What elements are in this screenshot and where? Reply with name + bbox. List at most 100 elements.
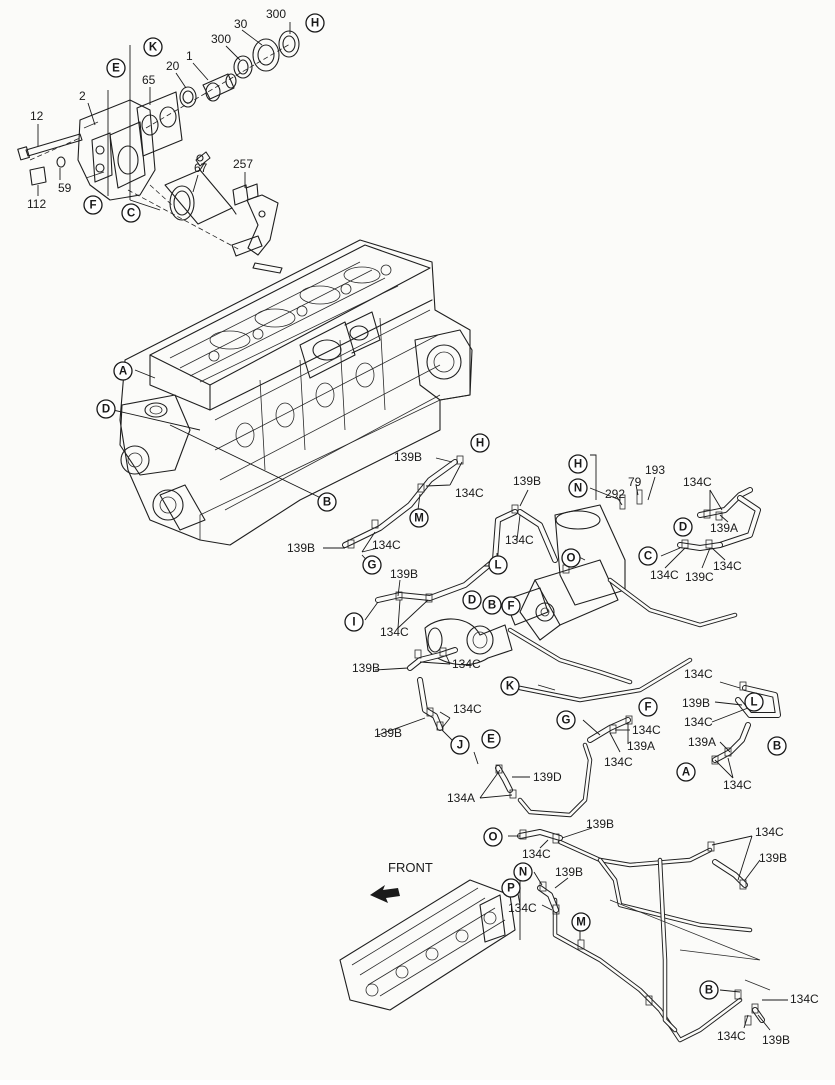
reference-callout-k: K bbox=[143, 37, 163, 57]
engine-block bbox=[112, 239, 473, 546]
callout-letter: G bbox=[368, 560, 377, 572]
callout-circle bbox=[501, 878, 521, 898]
callout-letter: F bbox=[89, 200, 96, 212]
front-label: FRONT bbox=[388, 860, 433, 875]
reference-callout-a: A bbox=[676, 762, 696, 782]
part-number-label: 300 bbox=[266, 7, 286, 21]
callout-letter: L bbox=[494, 560, 501, 572]
callout-letter: K bbox=[506, 681, 515, 693]
callout-circle bbox=[556, 710, 576, 730]
part-number-label: 134C bbox=[372, 538, 401, 552]
part-number-label: 139B bbox=[390, 567, 418, 581]
reference-callout-i: I bbox=[344, 612, 364, 632]
part-number-label: 134C bbox=[452, 657, 481, 671]
reference-callout-d: D bbox=[673, 517, 693, 537]
callout-letter: E bbox=[112, 63, 120, 75]
callout-circle bbox=[488, 555, 508, 575]
callout-circle bbox=[121, 203, 141, 223]
reference-callout-f: F bbox=[501, 596, 521, 616]
callout-circle bbox=[568, 478, 588, 498]
callout-letter: M bbox=[414, 513, 424, 525]
part-number-label: 134C bbox=[717, 1029, 746, 1043]
part-number-label: 134C bbox=[604, 755, 633, 769]
callout-letter: C bbox=[644, 551, 652, 563]
part-number-label: 139B bbox=[287, 541, 315, 555]
part-number-label: 1 bbox=[186, 49, 193, 63]
reference-callout-n: N bbox=[568, 478, 588, 498]
callout-letter: K bbox=[149, 42, 158, 54]
callout-circle bbox=[106, 58, 126, 78]
reference-callout-c: C bbox=[638, 546, 658, 566]
callout-circle bbox=[305, 13, 325, 33]
part-number-label: 139C bbox=[685, 570, 714, 584]
reference-callout-l: L bbox=[488, 555, 508, 575]
callout-circle bbox=[462, 590, 482, 610]
part-number-label: 300 bbox=[211, 32, 231, 46]
callout-circle bbox=[344, 612, 364, 632]
callout-circle bbox=[96, 399, 116, 419]
reference-callout-p: P bbox=[501, 878, 521, 898]
callout-letter: A bbox=[682, 767, 690, 779]
callout-circle bbox=[676, 762, 696, 782]
part-number-label: 112 bbox=[27, 197, 46, 211]
callout-letter: F bbox=[644, 702, 651, 714]
part-number-label: 59 bbox=[58, 181, 72, 195]
part-number-label: 134C bbox=[684, 667, 713, 681]
callout-circle bbox=[450, 735, 470, 755]
part-number-label: 12 bbox=[30, 109, 44, 123]
front-arrow-icon bbox=[370, 885, 400, 903]
reference-callout-e: E bbox=[481, 729, 501, 749]
reference-callout-d: D bbox=[462, 590, 482, 610]
part-number-label: 20 bbox=[166, 59, 180, 73]
callout-letter: B bbox=[323, 497, 331, 509]
part-number-label: 139B bbox=[682, 696, 710, 710]
reference-callout-k: K bbox=[500, 676, 520, 696]
cooler-piping-group bbox=[342, 454, 781, 818]
part-number-label: 139B bbox=[555, 865, 583, 879]
part-number-label: 134C bbox=[508, 901, 537, 915]
reference-callout-m: M bbox=[409, 508, 429, 528]
callout-letter: O bbox=[489, 832, 498, 844]
part-number-label: 134C bbox=[632, 723, 661, 737]
reference-callout-o: O bbox=[483, 827, 503, 847]
reference-callout-e: E bbox=[106, 58, 126, 78]
part-number-label: 139B bbox=[374, 726, 402, 740]
callout-circle bbox=[113, 361, 133, 381]
reference-callout-f: F bbox=[638, 697, 658, 717]
leader-lines bbox=[37, 22, 788, 1031]
part-number-label: 134C bbox=[683, 475, 712, 489]
part-number-label: 2 bbox=[79, 89, 86, 103]
callout-letter: A bbox=[119, 366, 127, 378]
callout-letter: N bbox=[519, 867, 527, 879]
callout-circle bbox=[481, 729, 501, 749]
callout-circle bbox=[482, 595, 502, 615]
reference-callout-b: B bbox=[699, 980, 719, 1000]
part-number-label: 139B bbox=[513, 474, 541, 488]
part-number-label: 134C bbox=[522, 847, 551, 861]
callout-circle bbox=[83, 195, 103, 215]
callout-letter: O bbox=[567, 553, 576, 565]
callout-letter: H bbox=[476, 438, 484, 450]
reference-callout-h: H bbox=[568, 454, 588, 474]
callout-circle bbox=[317, 492, 337, 512]
callout-circle bbox=[483, 827, 503, 847]
callout-circle bbox=[470, 433, 490, 453]
reference-callout-b: B bbox=[317, 492, 337, 512]
reference-callout-h: H bbox=[470, 433, 490, 453]
thermostat-housing-group bbox=[17, 30, 300, 274]
callout-letter: E bbox=[487, 734, 495, 746]
part-number-label: 134C bbox=[723, 778, 752, 792]
callout-circle bbox=[501, 596, 521, 616]
part-number-label: 139B bbox=[352, 661, 380, 675]
part-number-label: 134C bbox=[790, 992, 819, 1006]
callout-circle bbox=[699, 980, 719, 1000]
callout-circle bbox=[409, 508, 429, 528]
part-number-label: 134C bbox=[455, 486, 484, 500]
callout-letter: J bbox=[457, 740, 463, 752]
part-number-label: 30 bbox=[234, 17, 248, 31]
callout-letter: M bbox=[576, 917, 586, 929]
reference-callout-d: D bbox=[96, 399, 116, 419]
